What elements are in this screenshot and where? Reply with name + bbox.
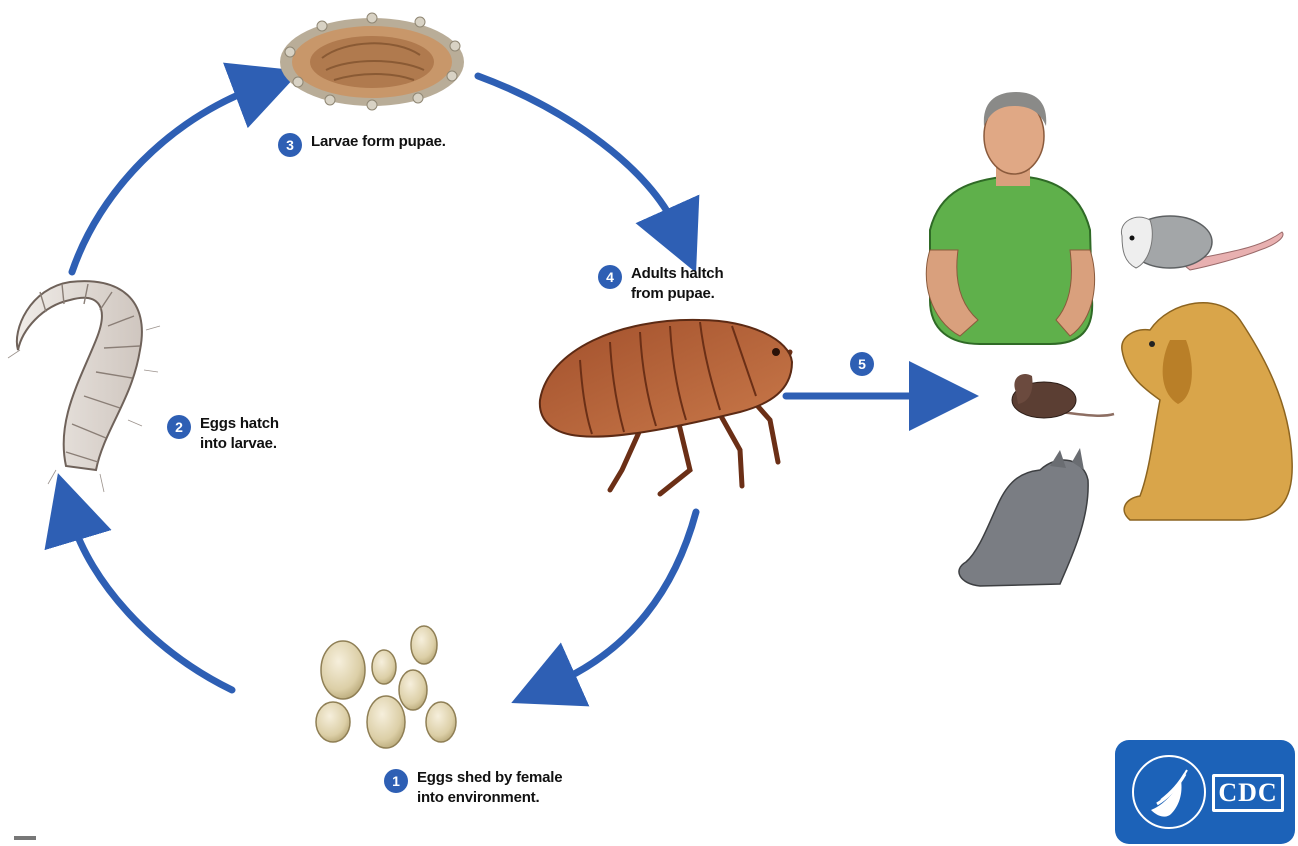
- arrow-adult-to-eggs: [556, 512, 696, 683]
- step-5-hosts: 5: [850, 351, 874, 376]
- step-number-badge: 4: [598, 265, 622, 289]
- step-2-larvae: 2 Eggs hatch into larvae.: [167, 414, 279, 454]
- step-number-badge: 2: [167, 415, 191, 439]
- step-3-label-line-1: Larvae form pupae.: [311, 132, 446, 152]
- rat-host-illustration: [1012, 374, 1114, 418]
- step-2-label-line-2: into larvae.: [200, 434, 279, 454]
- pupa-illustration: [280, 13, 464, 110]
- step-1-label-line-2: into environment.: [417, 788, 562, 808]
- step-4-label-line-2: from pupae.: [631, 284, 723, 304]
- arrow-pupae-to-adult: [478, 76, 676, 228]
- step-4-label-line-1: Adults haltch: [631, 264, 723, 284]
- cycle-arrows: [72, 76, 930, 690]
- hhs-seal-icon: [1121, 740, 1217, 844]
- corner-mark: [14, 836, 36, 840]
- arrow-larvae-to-pupae: [72, 88, 255, 272]
- opossum-host-illustration: [1121, 216, 1283, 270]
- step-number-badge: 5: [850, 352, 874, 376]
- step-1-label: Eggs shed by female into environment.: [417, 768, 562, 808]
- step-3-label: Larvae form pupae.: [311, 132, 446, 152]
- step-1-eggs: 1 Eggs shed by female into environment.: [384, 768, 562, 808]
- cdc-wordmark: CDC: [1212, 774, 1284, 812]
- dog-host-illustration: [1122, 303, 1292, 520]
- step-2-label: Eggs hatch into larvae.: [200, 414, 279, 454]
- cdc-logo: CDC: [1115, 740, 1295, 844]
- larva-illustration: [8, 281, 160, 492]
- step-4-label: Adults haltch from pupae.: [631, 264, 723, 304]
- step-4-adults: 4 Adults haltch from pupae.: [598, 264, 723, 304]
- step-3-pupae: 3 Larvae form pupae.: [278, 132, 446, 157]
- eggs-illustration: [316, 626, 456, 748]
- cat-host-illustration: [959, 448, 1088, 586]
- human-host-illustration: [926, 92, 1094, 344]
- arrow-eggs-to-larvae: [72, 520, 232, 690]
- step-number-badge: 3: [278, 133, 302, 157]
- cdc-wordmark-text: CDC: [1218, 778, 1277, 808]
- adult-flea-illustration: [540, 320, 792, 494]
- step-number-badge: 1: [384, 769, 408, 793]
- step-2-label-line-1: Eggs hatch: [200, 414, 279, 434]
- step-1-label-line-1: Eggs shed by female: [417, 768, 562, 788]
